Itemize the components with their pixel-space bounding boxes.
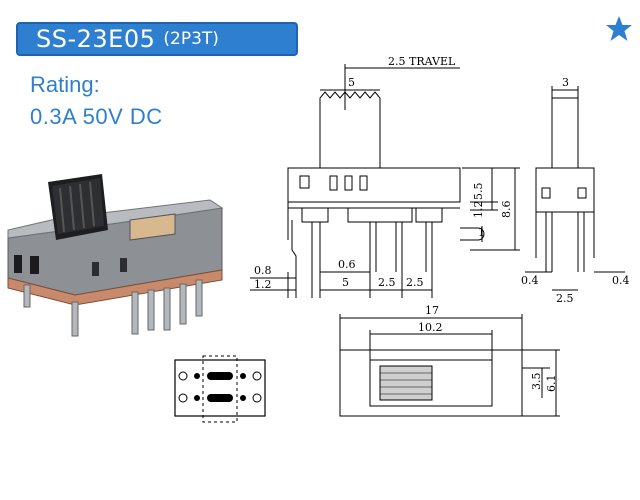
model-number: SS-23E05 — [36, 25, 156, 53]
dim-pitch-inner: 0.6 — [338, 258, 356, 271]
circuit-schematic — [174, 355, 266, 423]
star-icon — [606, 16, 632, 41]
dim-bottom-left-b: 1.2 — [254, 278, 272, 291]
dim-pitch-a: 2.5 — [378, 276, 396, 289]
dim-footprint-h2: 6.1 — [545, 375, 558, 393]
rating-value: 0.3A 50V DC — [30, 104, 163, 129]
dim-bottom-left-a: 0.8 — [254, 264, 272, 277]
technical-drawing: 2.5 TRAVEL 5 5.5 1.2 8.6 1 0.8 1.2 0.6 5… — [250, 55, 630, 417]
dim-side-pitch: 2.5 — [556, 292, 574, 305]
dim-pin-step: 1.2 — [472, 201, 485, 219]
dim-footprint-h1: 3.5 — [530, 373, 543, 391]
dim-footprint-inner: 10.2 — [418, 321, 443, 334]
rating-label: Rating: — [30, 72, 100, 97]
switch-photo — [7, 174, 224, 337]
dim-side-small: 1 — [478, 226, 485, 239]
dim-actuator-width: 5 — [348, 76, 355, 89]
model-variant: (2P3T) — [163, 29, 219, 49]
dim-body-height: 5.5 — [472, 183, 485, 201]
model-banner: SS-23E05 (2P3T) — [16, 22, 298, 56]
dim-side-top: 3 — [562, 76, 569, 89]
dim-pitch-b: 2.5 — [406, 276, 424, 289]
dim-side-left: 0.4 — [521, 274, 539, 287]
dim-pitch-5: 5 — [342, 276, 349, 289]
dim-side-right: 0.4 — [612, 274, 630, 287]
dim-footprint-length: 17 — [425, 304, 439, 317]
dim-travel: 2.5 TRAVEL — [388, 55, 456, 68]
dim-total-height: 8.6 — [500, 201, 513, 219]
